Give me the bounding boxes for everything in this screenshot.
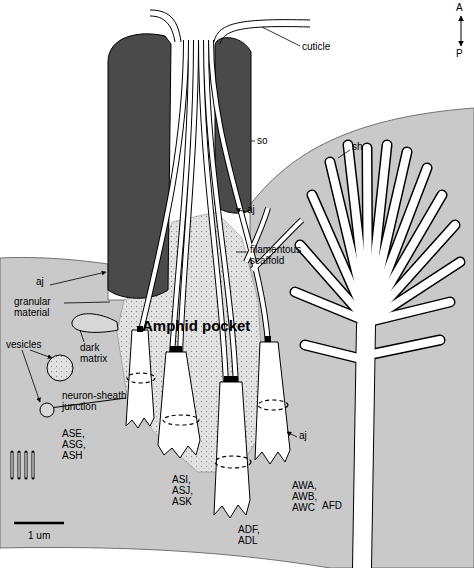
neuron-label: ASI, ASJ, ASK — [172, 474, 200, 507]
part-label: granular material — [14, 296, 66, 318]
junction-ring — [127, 373, 288, 468]
dendrite-end — [126, 330, 290, 518]
region-label: Amphid pocket — [142, 318, 262, 334]
axis-arrow — [461, 16, 462, 46]
part-label: aj — [299, 430, 319, 441]
cilium — [140, 40, 302, 388]
afd-microvilli — [295, 145, 460, 568]
afd-outline — [295, 145, 460, 568]
neuron-label: ADF, ADL — [238, 524, 266, 546]
neuron-label: ASE, ASG, ASH — [62, 428, 90, 461]
neuron-label: AWA, AWB, AWC — [292, 480, 324, 513]
part-label: vesicles — [6, 339, 54, 350]
neuron-label: AFD — [322, 500, 352, 511]
scale-bar — [14, 522, 64, 525]
socket-cell — [108, 34, 171, 298]
part-label: so — [257, 135, 277, 146]
part-label: neuron-sheath junction — [62, 390, 132, 412]
axis-label: P — [456, 48, 470, 59]
part-label: aj — [247, 204, 267, 215]
part-label: filamentous scaffold — [250, 244, 312, 266]
transition-band — [137, 326, 271, 382]
part-label: aj — [36, 276, 56, 287]
part-label: cuticle — [302, 41, 352, 52]
cilium-outline — [140, 40, 302, 388]
part-label: dark matrix — [80, 342, 116, 364]
axis-label: A — [456, 2, 470, 13]
cilia-icon — [12, 452, 33, 478]
leader-line — [22, 27, 350, 437]
scale-label: 1 um — [28, 530, 68, 541]
part-label: sh — [352, 141, 372, 152]
